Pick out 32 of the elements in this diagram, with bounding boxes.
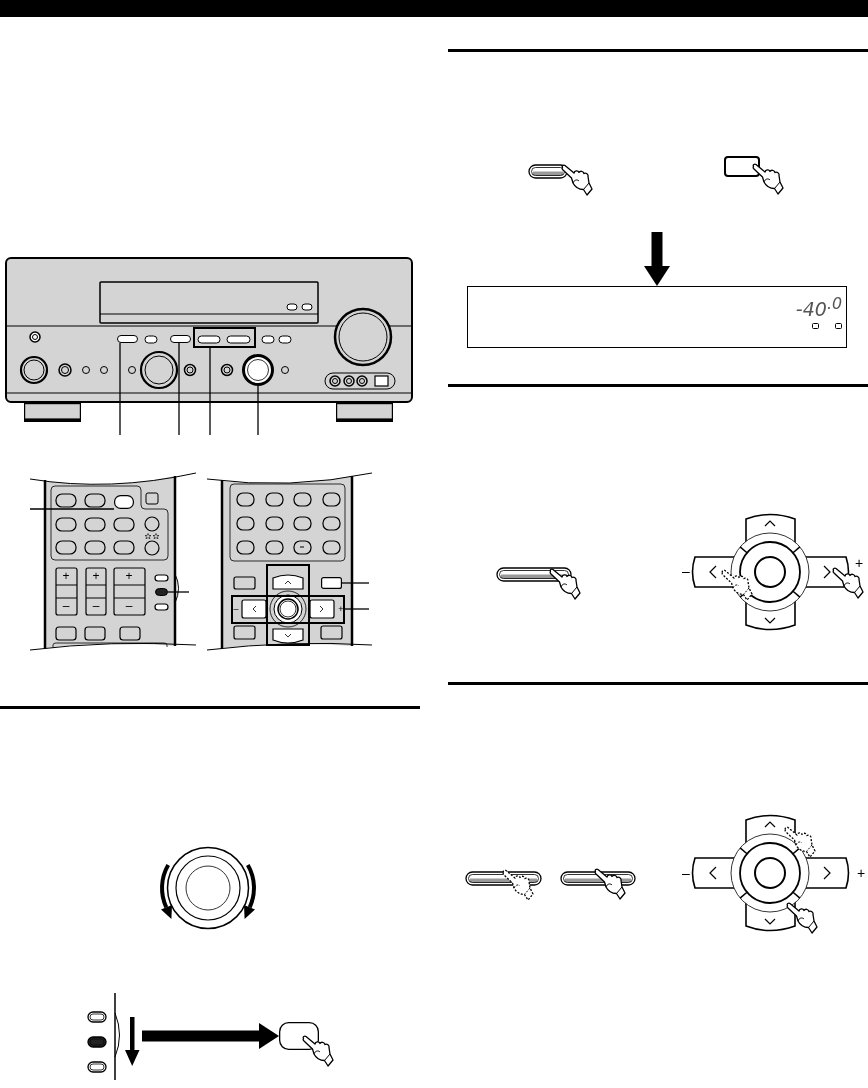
plus-sign: + [62,570,70,582]
minus-sign: – [682,564,690,578]
arrow [644,232,670,286]
plus-sign: + [92,570,100,582]
panel-button [117,335,138,343]
button-frame [231,595,345,624]
minus-sign: – [62,600,70,612]
leader-line [209,347,211,436]
display-readout: -40$^{.0}$ [795,296,842,320]
button-frame [193,327,256,348]
plus-sign: + [125,570,133,582]
leader-line [167,591,190,593]
switch-button [155,588,168,596]
plus-sign: + [854,556,864,570]
minus-sign: – [682,866,690,880]
minus-sign: – [92,600,100,612]
minus-sign: – [233,604,239,614]
receiver-front-panel [5,257,414,403]
leader-line [29,508,115,510]
arrow [142,1023,279,1049]
display-panel [467,286,847,348]
leader-line [341,582,370,584]
plus-sign: + [338,604,344,614]
leader-line [344,608,370,610]
remote-button [321,577,342,589]
leader-line [257,385,259,436]
panel-button [170,335,191,343]
minus-sign: – [125,600,133,612]
leader-line [178,342,180,436]
slide-switch-drawing [84,992,142,1080]
plus-sign: + [856,866,866,880]
leader-line [119,342,121,436]
